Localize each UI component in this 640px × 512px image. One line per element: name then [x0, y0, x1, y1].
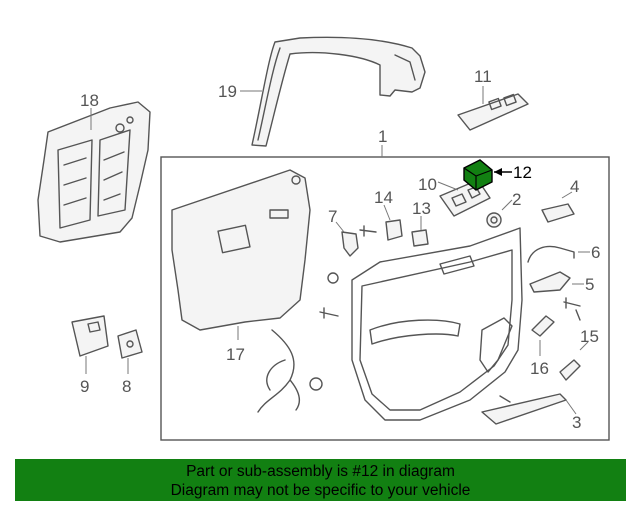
part-13-bracket[interactable] — [411, 229, 429, 247]
part-14-bracket[interactable] — [385, 219, 403, 241]
callout-1: 1 — [378, 127, 387, 146]
callout-19: 19 — [218, 82, 237, 101]
part-16-clip[interactable] — [531, 315, 555, 337]
callout-7: 7 — [328, 207, 337, 226]
callout-18: 18 — [80, 91, 99, 110]
part-8-bracket[interactable] — [117, 329, 143, 359]
part-3-molding[interactable] — [481, 393, 567, 425]
inner-door-panel — [351, 227, 523, 421]
assembly-frame — [160, 156, 610, 441]
callout-12: 12 — [513, 163, 532, 182]
callout-2: 2 — [512, 190, 521, 209]
part-screw[interactable] — [319, 272, 339, 319]
callout-17: 17 — [226, 345, 245, 364]
wiring-harness[interactable] — [257, 329, 323, 413]
callout-16: 16 — [530, 359, 549, 378]
part-6-cable[interactable] — [527, 245, 575, 263]
callout-4: 4 — [570, 177, 579, 196]
callout-14: 14 — [374, 188, 393, 207]
part-2-fastener[interactable] — [486, 212, 502, 228]
part-11-switch-bezel[interactable] — [457, 93, 529, 131]
part-screw[interactable] — [575, 309, 581, 321]
part-screw[interactable] — [563, 297, 581, 309]
callout-11: 11 — [474, 67, 492, 86]
part-18-door-module[interactable] — [37, 101, 151, 243]
part-4-bracket[interactable] — [541, 203, 575, 223]
part-17-door-trim-panel[interactable] — [171, 169, 311, 331]
callout-10: 10 — [418, 175, 437, 194]
callout-6: 6 — [591, 243, 600, 262]
part-5-handle[interactable] — [529, 271, 571, 293]
part-15-clip[interactable] — [559, 359, 581, 381]
notice-banner: Part or sub-assembly is #12 in diagram D… — [15, 459, 626, 501]
banner-line-2: Diagram may not be specific to your vehi… — [170, 482, 471, 499]
callout-13: 13 — [412, 199, 431, 218]
callout-3: 3 — [572, 413, 581, 432]
callout-8: 8 — [122, 377, 131, 396]
part-12-switch-highlighted[interactable] — [463, 159, 493, 191]
callout-15: 15 — [580, 327, 599, 346]
callout-5: 5 — [585, 275, 594, 294]
part-7-clip[interactable] — [341, 231, 359, 257]
callout-9: 9 — [80, 377, 89, 396]
part-9-switch[interactable] — [71, 315, 109, 357]
banner-line-1: Part or sub-assembly is #12 in diagram — [186, 463, 455, 480]
part-19-window-molding[interactable] — [251, 36, 426, 147]
part-screw[interactable] — [359, 225, 377, 237]
